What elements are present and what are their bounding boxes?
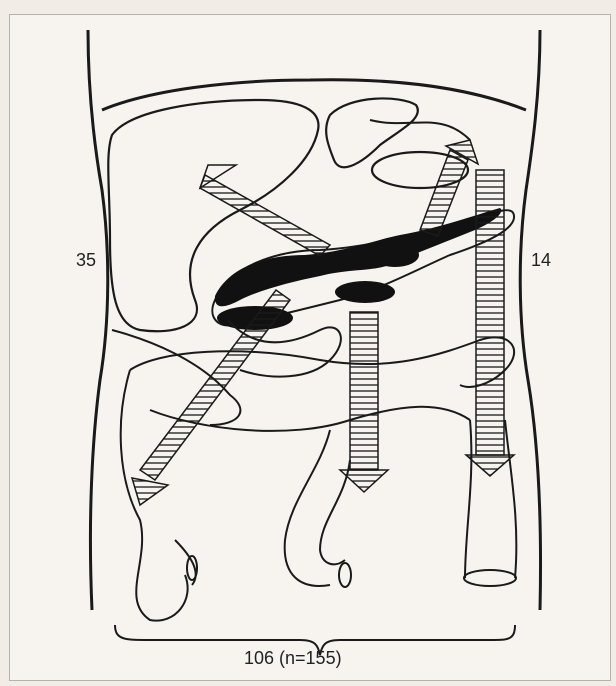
arrow-upper-left	[200, 165, 330, 256]
middle-loop-cut	[339, 563, 351, 587]
arrow-middle-down	[340, 312, 388, 492]
bottom-count-label: 106 (n=155)	[244, 648, 342, 669]
stomach-curve	[370, 120, 470, 140]
tumor-region-tail	[371, 243, 419, 267]
right-colon-descending	[465, 420, 471, 578]
diaphragm-line	[102, 80, 526, 110]
right-colon-cut	[464, 570, 516, 586]
transverse-colon	[130, 337, 514, 387]
tumor-region-body	[335, 281, 395, 303]
arrow-lower-left	[132, 290, 290, 505]
middle-loop	[285, 430, 330, 586]
torso-right-side	[520, 30, 540, 610]
torso-left-side	[88, 30, 108, 610]
right-colon-descending-outer	[505, 420, 516, 578]
left-count-label: 35	[76, 250, 96, 271]
stomach	[326, 98, 418, 167]
liver	[108, 100, 318, 331]
right-count-label: 14	[531, 250, 551, 271]
